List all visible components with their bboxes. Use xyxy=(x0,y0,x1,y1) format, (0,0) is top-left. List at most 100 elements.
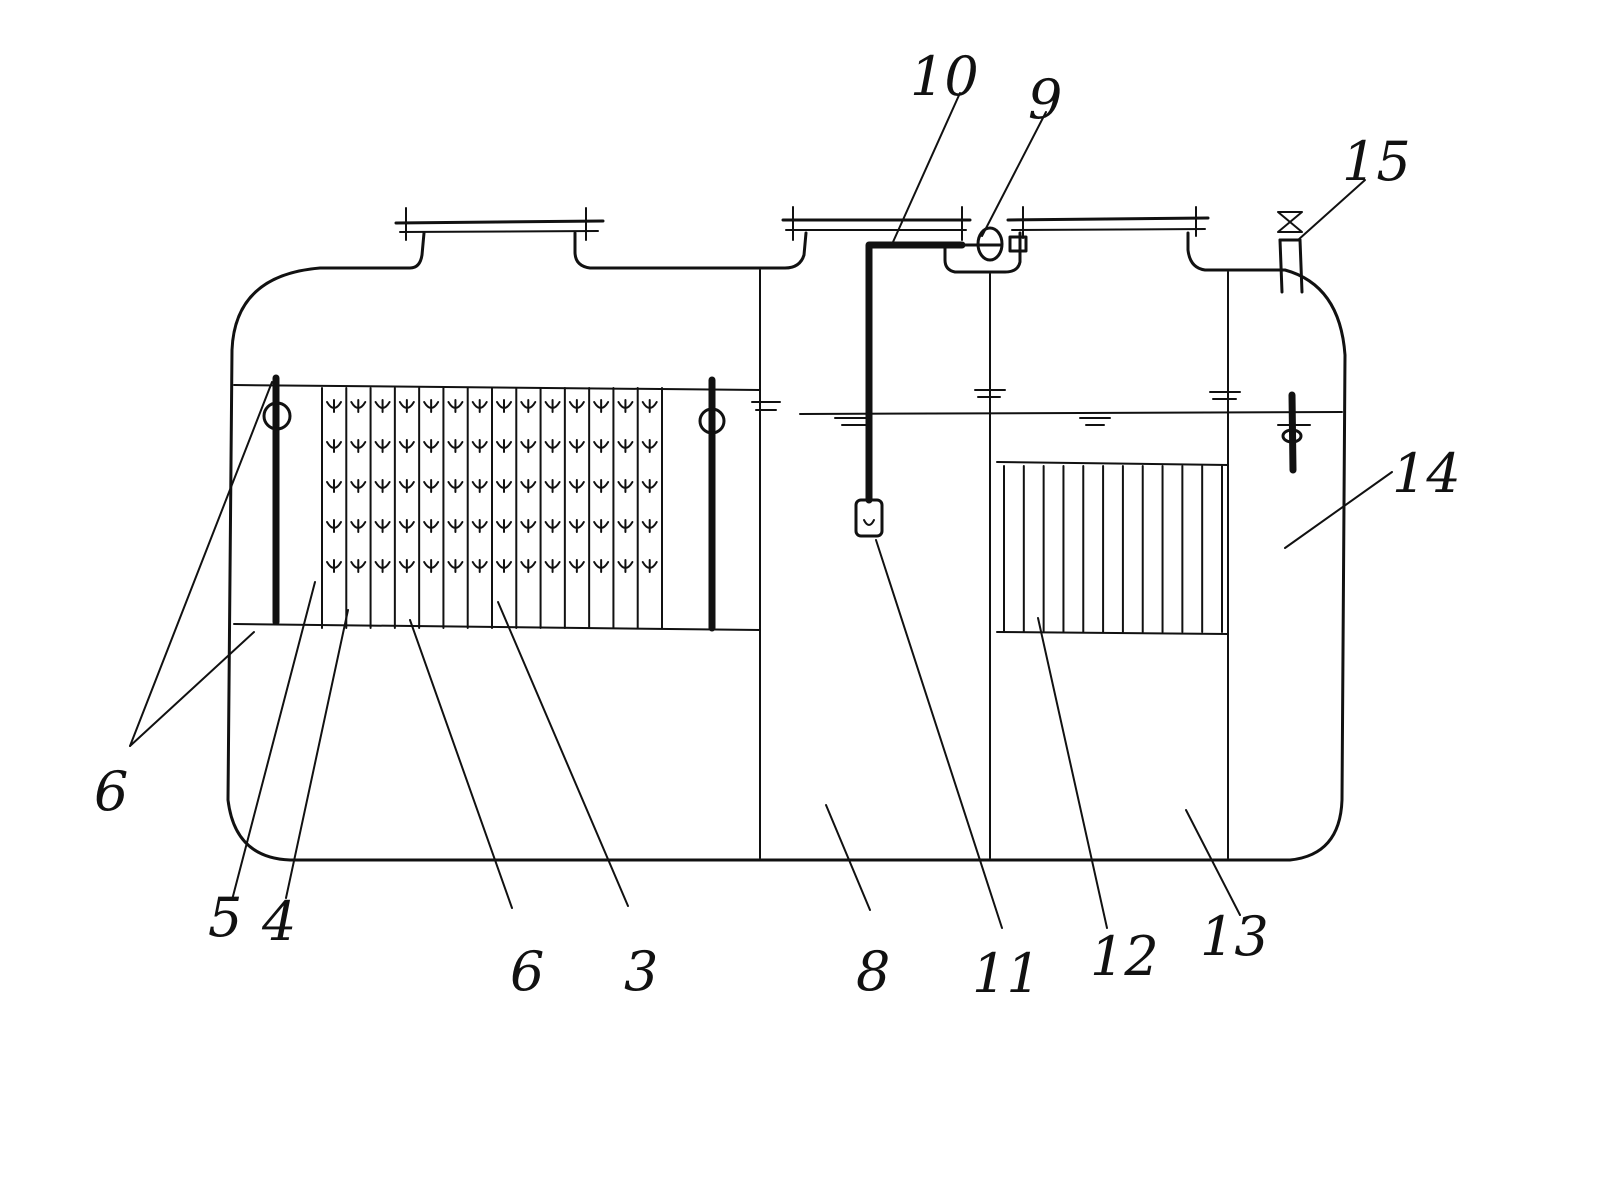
fiber-tuft xyxy=(617,399,634,413)
label-6-mid: 6 xyxy=(510,940,544,1003)
label-15: 15 xyxy=(1342,130,1411,193)
label-10: 10 xyxy=(910,45,979,108)
float-ball-left xyxy=(262,401,292,431)
fiber-tuft xyxy=(641,559,658,573)
support-post-right xyxy=(698,376,726,632)
fiber-tuft xyxy=(447,519,464,533)
fiber-tuft xyxy=(423,559,440,573)
label-4: 4 xyxy=(261,890,296,953)
fiber-tuft xyxy=(568,399,585,413)
label-3: 3 xyxy=(624,940,658,1003)
fiber-tuft xyxy=(641,439,658,453)
fiber-tuft xyxy=(423,399,440,413)
manhole-3 xyxy=(1006,206,1210,239)
fiber-tuft xyxy=(326,559,342,573)
fiber-tuft xyxy=(350,559,367,573)
fiber-tuft xyxy=(568,559,585,573)
fiber-tuft xyxy=(471,559,488,573)
fiber-tuft xyxy=(593,559,610,573)
label-12: 12 xyxy=(1090,925,1159,988)
fiber-tuft xyxy=(520,399,537,413)
fiber-filler-strings xyxy=(321,387,663,629)
label-14: 14 xyxy=(1392,442,1461,505)
fiber-tuft xyxy=(544,399,561,413)
fiber-tuft xyxy=(471,519,488,533)
fiber-tuft xyxy=(544,559,561,573)
fiber-tuft xyxy=(471,399,488,413)
fiber-tuft xyxy=(593,399,610,413)
fiber-tuft xyxy=(641,399,658,413)
fiber-tuft xyxy=(326,519,342,533)
fiber-tuft xyxy=(496,559,512,573)
fiber-tuft xyxy=(350,479,367,493)
settler-module xyxy=(996,461,1229,635)
fiber-tuft xyxy=(520,439,537,453)
fiber-tuft xyxy=(398,399,415,413)
fiber-tuft xyxy=(544,439,561,453)
support-post-left xyxy=(262,374,292,626)
fiber-tuft xyxy=(350,439,367,453)
fiber-tuft xyxy=(520,519,537,533)
fiber-tuft xyxy=(471,439,488,453)
fiber-tuft xyxy=(423,519,440,533)
fiber-tuft xyxy=(398,479,415,493)
fiber-tuft xyxy=(617,479,634,493)
fiber-tuft xyxy=(326,439,342,453)
fiber-tuft xyxy=(326,399,342,413)
manhole-2 xyxy=(781,206,972,241)
fiber-tuft xyxy=(617,559,634,573)
fiber-tuft xyxy=(350,399,367,413)
fiber-tuft xyxy=(447,399,464,413)
tank-outline xyxy=(226,231,1347,862)
fiber-tuft xyxy=(593,439,610,453)
lift-pipe xyxy=(865,241,1002,504)
fiber-tuft xyxy=(398,519,415,533)
fiber-tuft xyxy=(374,519,391,533)
label-5: 5 xyxy=(208,886,242,949)
flow-meter xyxy=(976,226,1028,262)
lift-pump xyxy=(854,498,884,538)
fiber-tuft xyxy=(423,479,440,493)
vent-pipe xyxy=(1277,211,1304,294)
fiber-tuft xyxy=(326,479,342,493)
label-8: 8 xyxy=(856,940,890,1003)
fiber-tuft xyxy=(617,519,634,533)
outlet-fitting xyxy=(1277,391,1311,474)
fiber-tuft xyxy=(544,519,561,533)
float-ball-right xyxy=(698,407,726,435)
fiber-tuft xyxy=(496,399,512,413)
fiber-tuft xyxy=(520,479,537,493)
label-6-left: 6 xyxy=(94,760,128,823)
fiber-tuft xyxy=(496,439,512,453)
fiber-tuft xyxy=(568,519,585,533)
label-11: 11 xyxy=(972,942,1041,1005)
fiber-tuft xyxy=(350,519,367,533)
fiber-tuft xyxy=(447,479,464,493)
frame-bottom-plate xyxy=(233,623,761,631)
fiber-tuft xyxy=(398,559,415,573)
leader-lines xyxy=(129,92,1393,929)
fiber-tuft xyxy=(496,479,512,493)
label-13: 13 xyxy=(1200,905,1269,968)
water-level-left xyxy=(233,384,761,391)
fiber-tuft xyxy=(593,519,610,533)
fiber-tuft xyxy=(544,479,561,493)
fiber-tuft xyxy=(374,399,391,413)
fiber-tuft xyxy=(447,439,464,453)
fiber-tuft xyxy=(398,439,415,453)
fiber-tuft xyxy=(447,559,464,573)
label-9: 9 xyxy=(1028,68,1062,131)
fiber-tuft xyxy=(496,519,512,533)
fiber-tuft xyxy=(374,439,391,453)
fiber-tuft xyxy=(568,479,585,493)
fiber-tuft xyxy=(423,439,440,453)
fiber-tuft xyxy=(374,559,391,573)
manhole-1 xyxy=(394,207,605,241)
fiber-tuft xyxy=(374,479,391,493)
fiber-tuft xyxy=(641,519,658,533)
water-level-marks xyxy=(751,389,1241,426)
fiber-tuft xyxy=(617,439,634,453)
settler-tubes xyxy=(1003,465,1223,633)
fiber-tuft xyxy=(593,479,610,493)
